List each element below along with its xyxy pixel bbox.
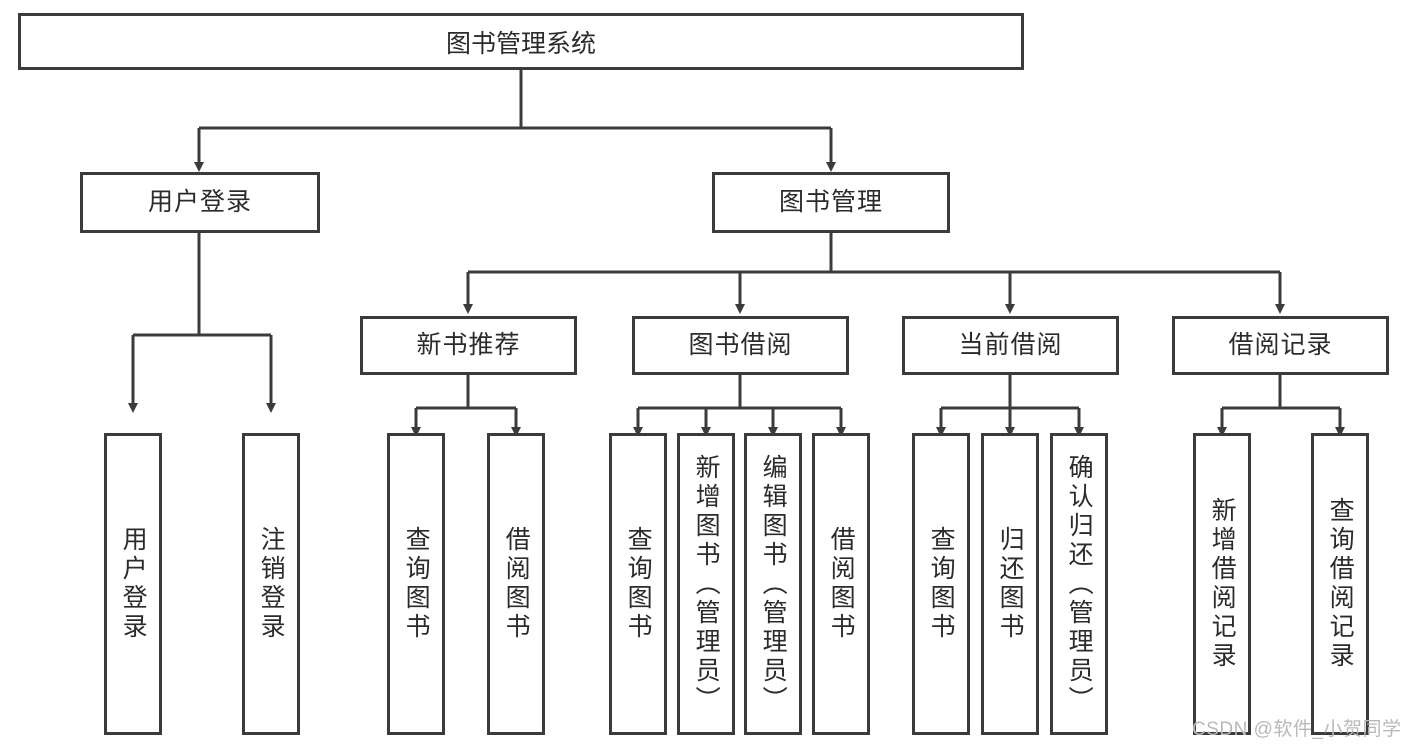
leaf-recommend-query-book[interactable]: 查询图书: [387, 433, 445, 735]
leaf-label: 用户登录: [119, 526, 148, 642]
leaf-label: 新增借阅记录: [1208, 497, 1237, 671]
leaf-current-confirm-return-admin[interactable]: 确认归还（管理员）: [1050, 433, 1108, 735]
leaf-label: 编辑图书（管理员）: [759, 453, 788, 715]
leaf-label: 归还图书: [996, 526, 1025, 642]
leaf-label: 注销登录: [257, 526, 286, 642]
leaf-label: 确认归还（管理员）: [1065, 453, 1094, 715]
node-user-login[interactable]: 用户登录: [80, 172, 320, 233]
node-label: 用户登录: [147, 187, 252, 216]
leaf-label: 借阅图书: [827, 526, 856, 642]
node-label: 图书借阅: [688, 330, 793, 359]
leaf-label: 新增图书（管理员）: [692, 453, 721, 715]
leaf-label: 查询图书: [624, 526, 653, 642]
leaf-borrow-borrow-book[interactable]: 借阅图书: [812, 433, 870, 735]
node-root-system[interactable]: 图书管理系统: [18, 13, 1024, 70]
leaf-label: 查询借阅记录: [1326, 497, 1355, 671]
leaf-current-return-book[interactable]: 归还图书: [981, 433, 1039, 735]
node-label: 借阅记录: [1228, 330, 1333, 359]
watermark-text: CSDN @软件_小贺同学: [1192, 719, 1402, 740]
leaf-label: 借阅图书: [502, 526, 531, 642]
leaf-borrow-query-book[interactable]: 查询图书: [609, 433, 667, 735]
leaf-borrow-add-book-admin[interactable]: 新增图书（管理员）: [677, 433, 735, 735]
leaf-current-query-book[interactable]: 查询图书: [912, 433, 970, 735]
node-label: 新书推荐: [416, 330, 521, 359]
leaf-record-query-record[interactable]: 查询借阅记录: [1311, 433, 1369, 735]
leaf-borrow-edit-book-admin[interactable]: 编辑图书（管理员）: [744, 433, 802, 735]
leaf-recommend-borrow-book[interactable]: 借阅图书: [487, 433, 545, 735]
node-borrow-record[interactable]: 借阅记录: [1172, 316, 1389, 375]
leaf-record-add-record[interactable]: 新增借阅记录: [1193, 433, 1251, 735]
leaf-label: 查询图书: [402, 526, 431, 642]
leaf-user-login-login[interactable]: 用户登录: [104, 433, 162, 735]
node-book-management[interactable]: 图书管理: [712, 172, 950, 233]
node-label: 图书管理: [778, 187, 883, 216]
leaf-user-login-logout[interactable]: 注销登录: [242, 433, 300, 735]
node-label: 当前借阅: [958, 330, 1063, 359]
node-book-borrow[interactable]: 图书借阅: [632, 316, 849, 375]
node-label: 图书管理系统: [445, 29, 596, 58]
leaf-label: 查询图书: [927, 526, 956, 642]
node-current-borrow[interactable]: 当前借阅: [902, 316, 1119, 375]
node-new-book-recommend[interactable]: 新书推荐: [360, 316, 577, 375]
